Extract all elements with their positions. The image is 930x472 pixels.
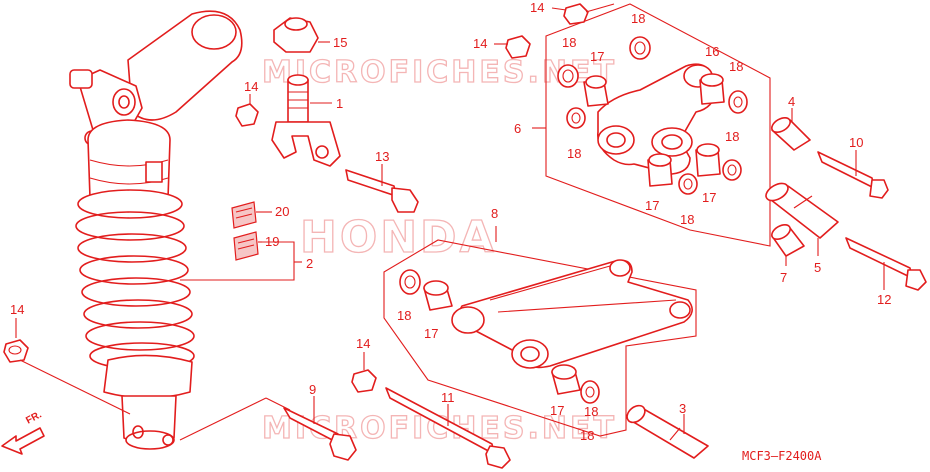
collar-part-4 — [771, 108, 811, 151]
callout-3: 3 — [679, 401, 686, 416]
bolt-part-11 — [385, 387, 511, 469]
nut-part-14-upper — [235, 94, 259, 127]
collar-part-3 — [626, 404, 709, 459]
nut-part-15 — [273, 17, 330, 53]
callout-1: 1 — [336, 96, 343, 111]
callout-14-top: 14 — [530, 0, 544, 15]
brand-watermark: HONDA — [300, 212, 497, 263]
bolt-part-13 — [345, 164, 419, 213]
callout-18-arm-left-bottom: 18 — [567, 146, 581, 161]
bearing-set-arm — [557, 36, 748, 195]
callout-14-lower: 14 — [356, 336, 370, 351]
group-bracket-2 — [180, 241, 295, 281]
callout-12: 12 — [877, 292, 891, 307]
callout-17-arm-bottom-left: 17 — [645, 198, 659, 213]
callout-18-arm-left-top: 18 — [562, 35, 576, 50]
front-direction-arrow: FR. — [1, 409, 45, 455]
dust-seal-part-20 — [231, 201, 272, 229]
callout-7: 7 — [780, 270, 787, 285]
nut-part-14-left — [3, 318, 131, 415]
callout-14-upper-left: 14 — [244, 79, 258, 94]
rear-shock-absorber — [69, 10, 243, 450]
callout-18-rod-left: 18 — [397, 308, 411, 323]
site-watermark-top: MICROFICHES.NET — [262, 55, 617, 90]
callout-18-arm-right-top: 18 — [729, 59, 743, 74]
nut-part-14-mid-right — [494, 35, 531, 59]
bolt-part-9 — [283, 396, 357, 461]
callout-2: 2 — [306, 256, 313, 271]
callout-16: 16 — [705, 44, 719, 59]
bearing-set-rod — [399, 269, 600, 404]
nut-part-14-lower — [351, 352, 377, 393]
callout-15: 15 — [333, 35, 347, 50]
callout-19: 19 — [265, 234, 279, 249]
callout-18-arm-bottom: 18 — [680, 212, 694, 227]
callout-13: 13 — [375, 149, 389, 164]
diagram-code: MCF3—F2400A — [742, 449, 822, 463]
callout-18-top: 18 — [631, 11, 645, 26]
callout-9: 9 — [309, 382, 316, 397]
front-direction-label: FR. — [24, 409, 44, 426]
callout-5: 5 — [814, 260, 821, 275]
group-outline-6 — [545, 3, 771, 247]
nut-part-14-top-right — [551, 3, 615, 25]
dust-seal-part-19 — [233, 231, 262, 261]
callout-20: 20 — [275, 204, 289, 219]
group-outline-8 — [383, 239, 697, 437]
bolt-part-12 — [845, 237, 927, 291]
collar-part-7 — [771, 223, 805, 266]
callout-17-arm-top: 17 — [590, 49, 604, 64]
collar-part-5 — [765, 182, 839, 256]
callout-11: 11 — [441, 390, 455, 405]
clevis-part-1 — [271, 74, 341, 167]
callout-4: 4 — [788, 94, 795, 109]
callout-18-rod-right: 18 — [584, 404, 598, 419]
callout-17-arm-bottom-right: 17 — [702, 190, 716, 205]
callout-14-left: 14 — [10, 302, 24, 317]
bolt-part-10 — [817, 150, 889, 199]
callout-6: 6 — [514, 121, 521, 136]
callout-labels: 1 2 3 4 5 6 7 8 9 10 11 12 13 14 14 14 1… — [10, 0, 891, 443]
callout-8: 8 — [491, 206, 498, 221]
callout-17-rod-right: 17 — [550, 403, 564, 418]
callout-14-mid: 14 — [473, 36, 487, 51]
connecting-rod-part-8 — [451, 259, 693, 369]
callout-17-rod-left: 17 — [424, 326, 438, 341]
callout-10: 10 — [849, 135, 863, 150]
callout-18-arm-right-mid: 18 — [725, 129, 739, 144]
callout-18-rod-extra: 18 — [580, 428, 594, 443]
